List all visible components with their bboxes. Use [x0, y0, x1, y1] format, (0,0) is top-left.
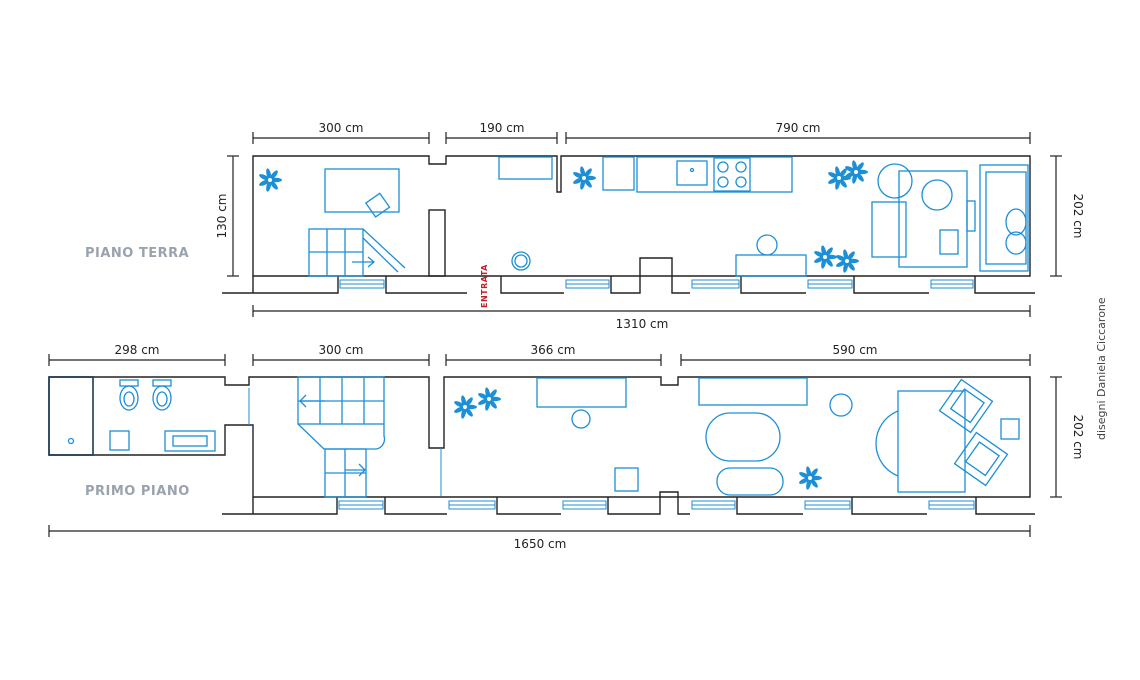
first-height-right: 202 cm — [1071, 414, 1085, 459]
first-floor-windows — [248, 388, 975, 510]
armchair-round — [877, 163, 913, 199]
sideboard — [698, 377, 808, 406]
ground-floor-label: PIANO TERRA — [85, 246, 189, 261]
ground-total: 1310 cm — [616, 317, 669, 331]
bench — [735, 254, 807, 277]
desk-first — [536, 377, 627, 408]
staircase — [308, 228, 406, 277]
armchair-icon — [938, 378, 994, 434]
work-table — [897, 390, 966, 493]
round-stool — [921, 179, 953, 211]
first-floor-dimensions: 298 cm 300 cm 366 cm 590 cm 202 cm 1650 … — [48, 343, 1085, 551]
first-floor-staircase — [297, 376, 386, 498]
small-cube — [614, 467, 639, 492]
stool — [756, 234, 778, 256]
stool-first — [571, 409, 591, 429]
first-floor-walls — [48, 376, 1035, 515]
small-box — [939, 229, 959, 255]
plant-icon — [799, 466, 822, 490]
ground-height-left: 130 cm — [215, 193, 229, 238]
bath-box — [109, 430, 130, 451]
credit-text: disegni Daniela Ciccarone — [1095, 297, 1108, 440]
round-table-small — [511, 251, 531, 271]
bathtub-icon — [48, 376, 94, 456]
ground-floor-furniture — [308, 156, 1029, 277]
first-dim-3: 366 cm — [530, 343, 575, 357]
round-stool-first — [829, 393, 853, 417]
ground-dim-2: 190 cm — [479, 121, 524, 135]
plant-icon — [573, 166, 596, 190]
washbasin — [164, 430, 216, 452]
plants — [259, 160, 868, 490]
first-dim-1: 298 cm — [114, 343, 159, 357]
side-chair — [871, 201, 907, 258]
plant-icon — [836, 249, 859, 273]
first-dim-2: 300 cm — [318, 343, 363, 357]
plant-icon — [478, 387, 501, 411]
stove-icon — [713, 157, 751, 192]
first-total: 1650 cm — [514, 537, 567, 551]
armchair-icon — [953, 431, 1009, 487]
plant-icon — [845, 160, 868, 184]
plant-icon — [828, 166, 851, 190]
chair — [364, 192, 391, 218]
ground-height-right: 202 cm — [1071, 193, 1085, 238]
plant-icon — [259, 168, 282, 192]
entrance-label: ENTRATA — [480, 264, 489, 308]
first-floor-furniture — [48, 376, 1020, 498]
plant-icon — [814, 245, 837, 269]
plant-icon — [454, 395, 477, 419]
desk — [324, 168, 400, 213]
ground-floor-dimensions: 300 cm 190 cm 790 cm 130 cm 202 cm 1310 … — [215, 121, 1085, 331]
kitchen-counter — [636, 156, 793, 193]
round-rug — [875, 410, 899, 477]
first-floor-label: PRIMO PIANO — [85, 484, 190, 499]
sofa-icon — [979, 164, 1029, 272]
ground-floor-windows — [339, 279, 974, 289]
side-box — [1000, 418, 1020, 440]
dining-table — [898, 170, 968, 268]
ground-dim-1: 300 cm — [318, 121, 363, 135]
cabinet — [498, 156, 553, 180]
first-dim-4: 590 cm — [832, 343, 877, 357]
bidet-icon — [152, 379, 172, 411]
oval-table — [705, 412, 781, 462]
fridge — [602, 156, 635, 191]
toilet-icon — [119, 379, 139, 411]
ground-floor-walls — [222, 155, 1035, 294]
ground-dim-3: 790 cm — [775, 121, 820, 135]
oval-ottoman — [716, 467, 784, 496]
sink-icon — [676, 160, 708, 186]
